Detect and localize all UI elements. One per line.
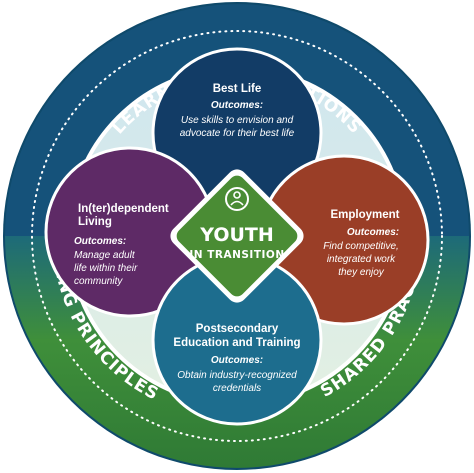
employment-text: Employment Outcomes: Find competitive, i… [323,209,399,278]
independent-living-outcome-line: community [74,276,123,287]
center-subtitle: IN TRANSITION [189,249,284,261]
center-title: YOUTH [199,224,274,246]
employment-outcome-line: they enjoy [338,267,385,278]
employment-title: Employment [330,209,399,221]
postsecondary-title: Education and Training [173,337,300,349]
independent-living-outcome-line: Manage adult [74,250,136,261]
center-diamond [176,175,298,297]
employment-outcome-line: integrated work [327,254,396,265]
postsecondary-outcomes-label: Outcomes: [211,355,263,366]
best-life-title: Best Life [213,83,262,95]
best-life-text: Best Life Outcomes: Use skills to envisi… [180,83,295,139]
employment-outcome-line: Find competitive, [323,241,399,252]
outer-ring-green [5,236,469,468]
independent-living-title: Living [78,216,112,228]
postsecondary-text: Postsecondary Education and Training Out… [173,323,300,394]
employment-outcomes-label: Outcomes: [347,227,399,238]
best-life-outcome-line: advocate for their best life [180,128,295,139]
dotted-divider [31,30,443,442]
independent-living-outcome-line: life within their [74,263,138,274]
independent-living-outcomes-label: Outcomes: [74,236,126,247]
independent-living-text: In(ter)dependent Living Outcomes: Manage… [74,203,169,287]
best-life-outcomes-label: Outcomes: [211,100,263,111]
postsecondary-outcome-line: Obtain industry-recognized [177,370,297,381]
independent-living-title: In(ter)dependent [78,203,169,215]
postsecondary-title: Postsecondary [196,323,279,335]
outer-ring-top [5,4,469,236]
postsecondary-outcome-line: credentials [213,383,261,394]
best-life-outcome-line: Use skills to envision and [181,115,294,126]
person-icon [225,187,249,211]
